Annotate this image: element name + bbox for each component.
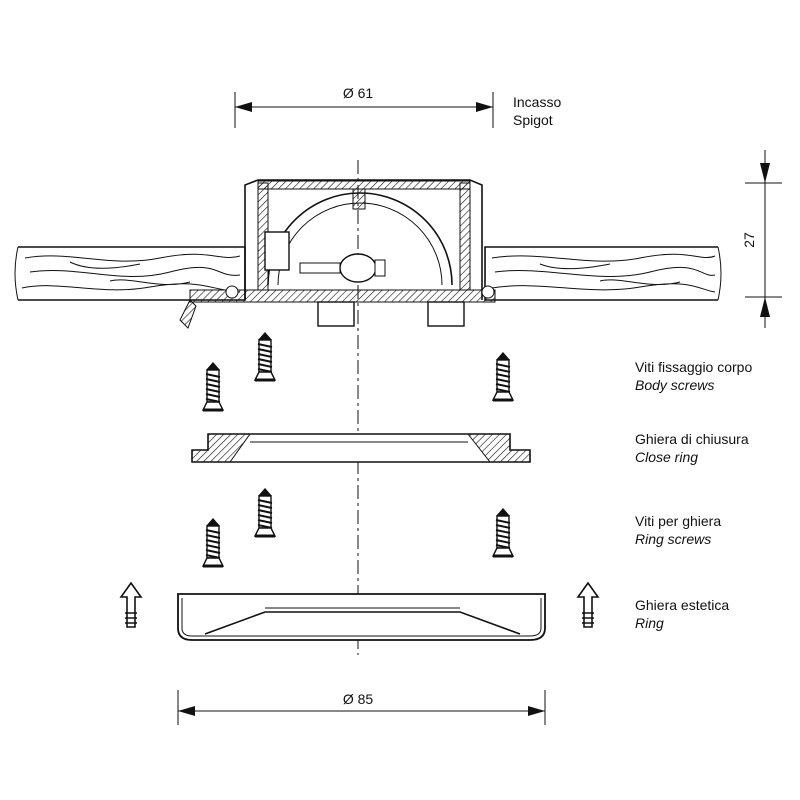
ring-diameter-dimension: Ø 85	[177, 690, 546, 725]
spigot-diameter-label: Ø 61	[343, 85, 374, 101]
screw-icon	[201, 360, 225, 412]
screw-icon	[253, 330, 277, 382]
lamp-housing	[179, 179, 496, 329]
ring-screws-label-en: Ring screws	[635, 531, 711, 547]
body-screws-label-en: Body screws	[635, 377, 714, 393]
up-arrow-icon	[120, 582, 142, 628]
close-ring	[191, 433, 531, 463]
close-ring-label-it: Ghiera di chiusura	[635, 431, 749, 447]
screw-icon	[201, 516, 225, 568]
ceiling-panel	[14, 246, 722, 301]
height-label: 27	[741, 232, 757, 248]
screw-icon	[253, 486, 277, 538]
spigot-label-en: Spigot	[513, 112, 553, 128]
ring-label-it: Ghiera estetica	[635, 597, 729, 613]
decorative-ring	[177, 593, 546, 641]
spigot-label-it: Incasso	[513, 94, 561, 110]
up-arrow-icon	[577, 582, 599, 628]
spigot-diameter-dimension: Ø 61	[234, 85, 494, 128]
body-screws-label-it: Viti fissaggio corpo	[635, 359, 752, 375]
ring-screws-label-it: Viti per ghiera	[635, 513, 721, 529]
screw-icon	[491, 506, 515, 558]
height-dimension: 27	[741, 150, 782, 328]
close-ring-label-en: Close ring	[635, 449, 698, 465]
ring-label-en: Ring	[635, 615, 664, 631]
ring-diameter-label: Ø 85	[343, 691, 374, 707]
screw-icon	[491, 350, 515, 402]
